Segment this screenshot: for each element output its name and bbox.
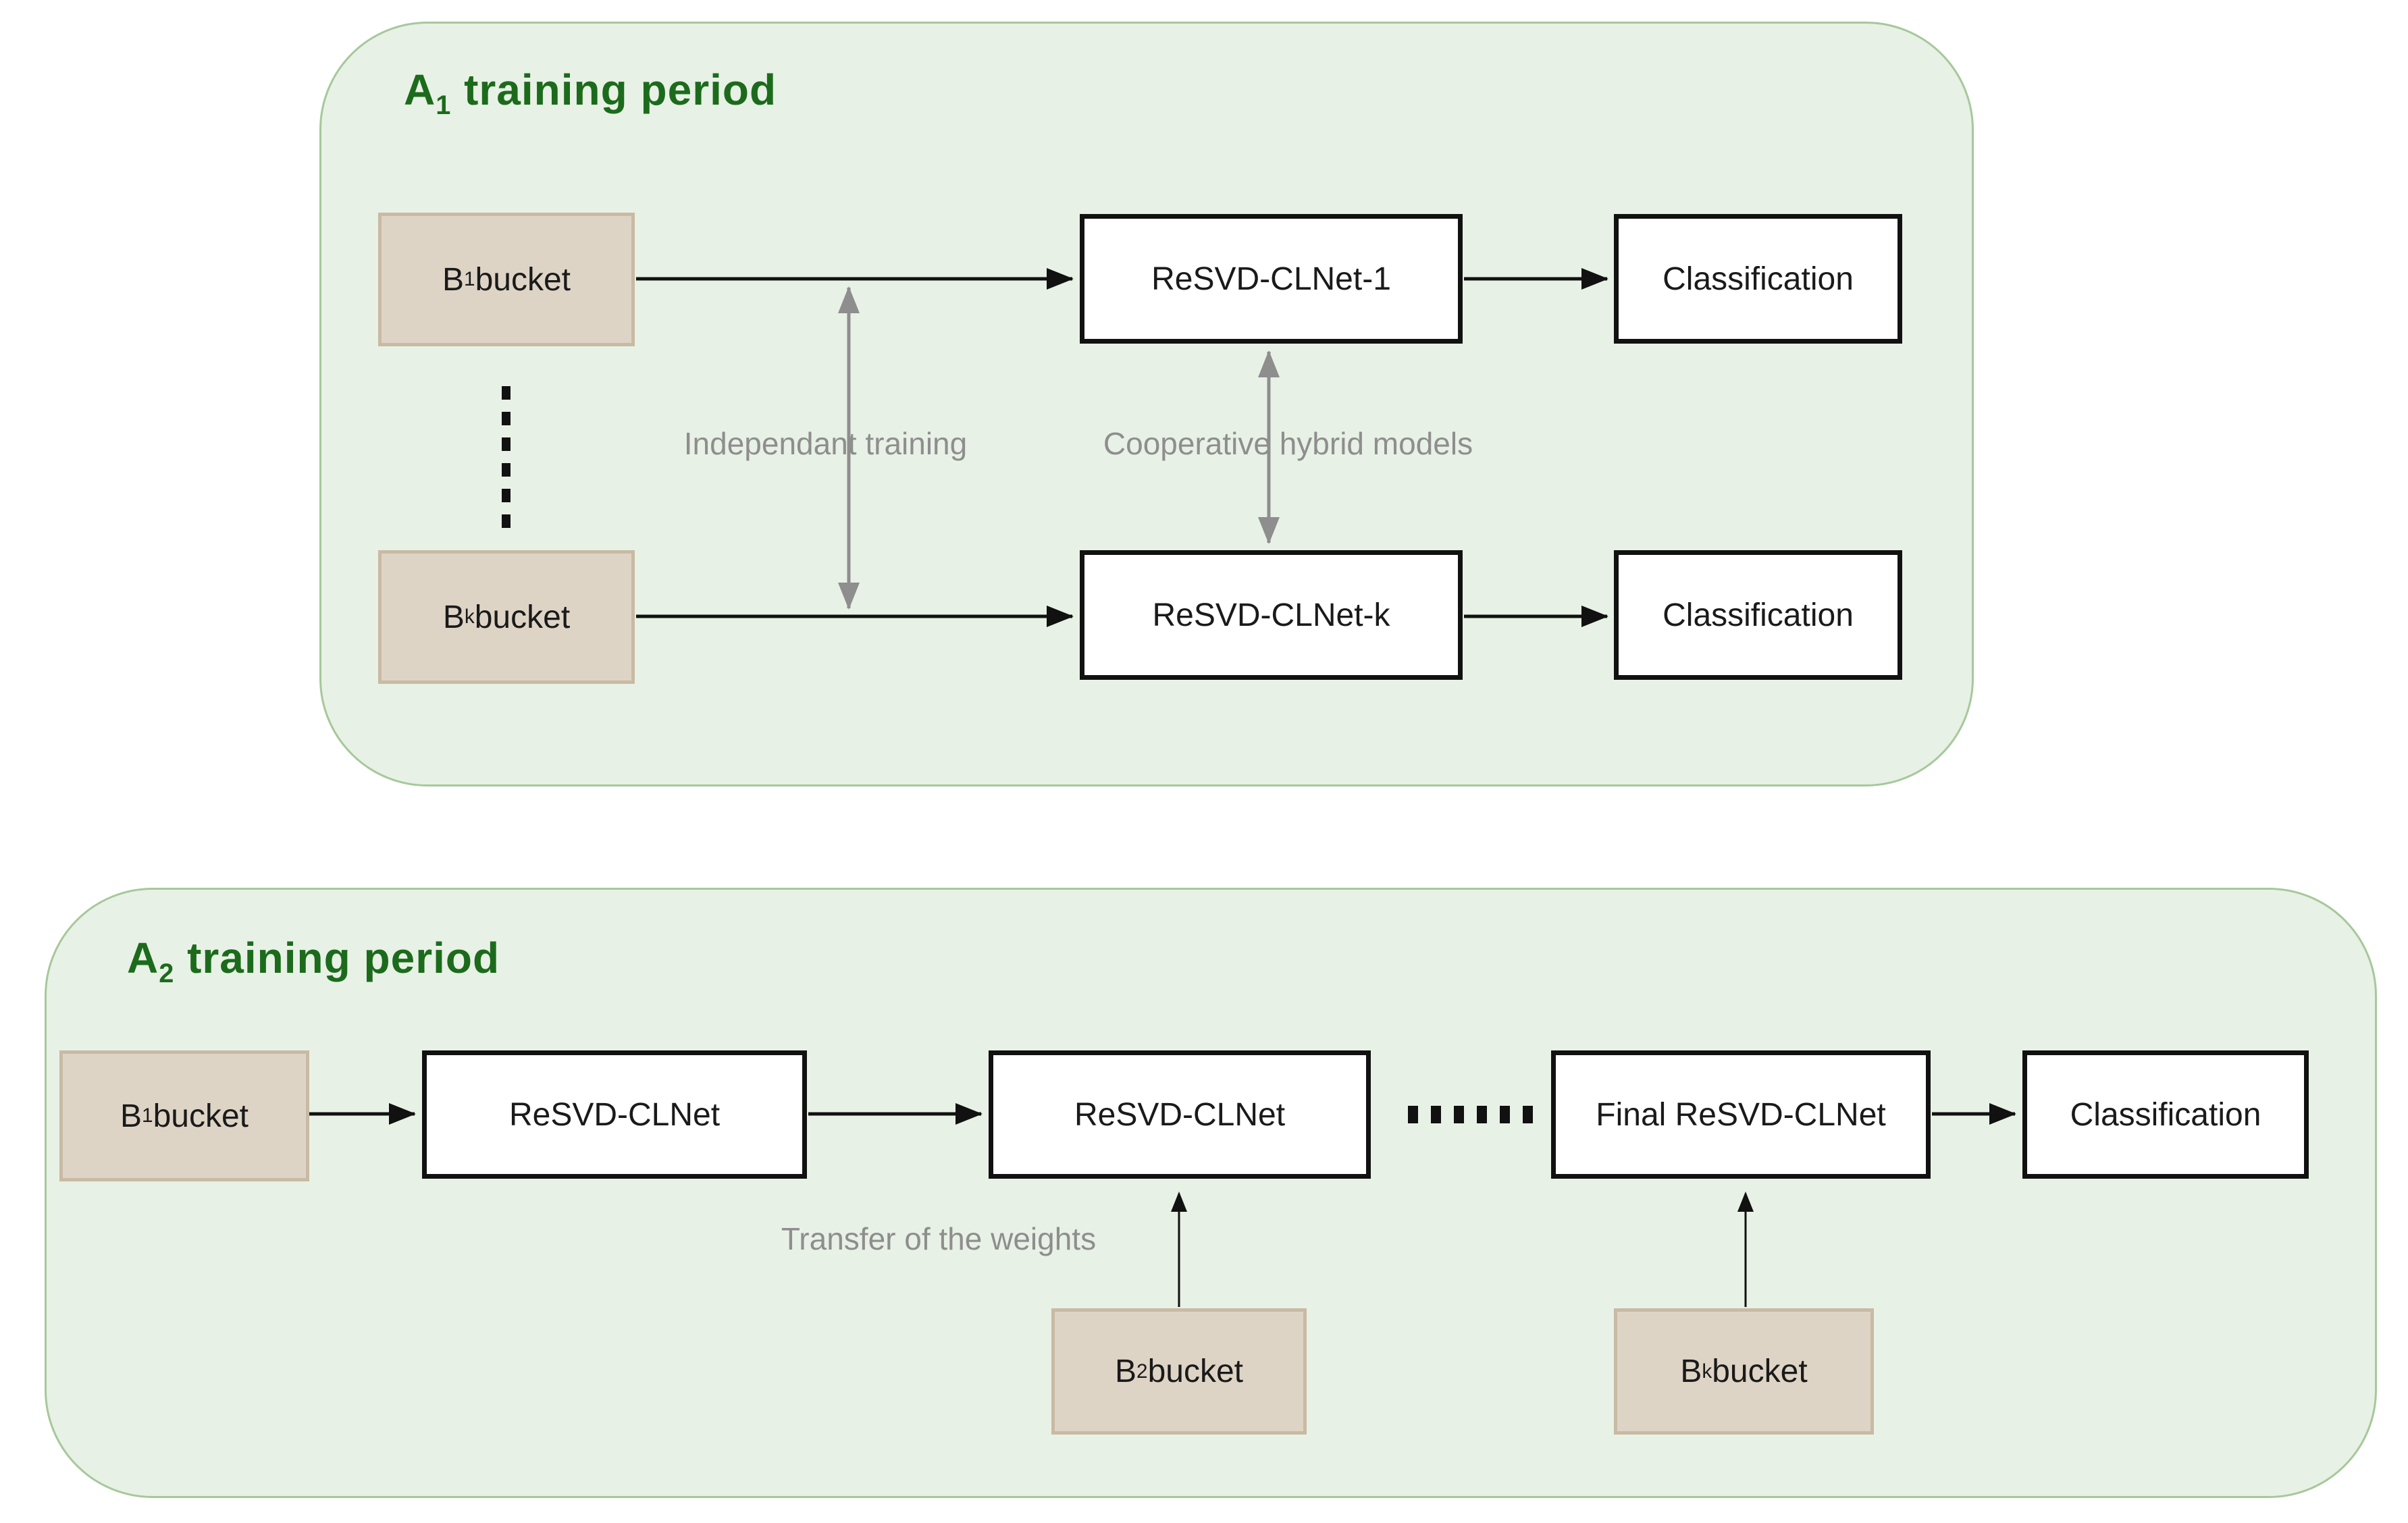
title-a2-base: A [127, 934, 159, 982]
bucket-bk-bottom-rest: bucket [1712, 1354, 1808, 1389]
bucket-bk-top-base: B [442, 599, 465, 635]
transfer-weights-label: Transfer of the weights [743, 1221, 1134, 1257]
bucket-bk-bottom-base: B [1680, 1354, 1702, 1389]
vertical-ellipsis-buckets [502, 386, 511, 528]
bucket-b1-top-rest: bucket [475, 261, 571, 298]
box-resvd-clnet-second: ReSVD-CLNet [989, 1050, 1371, 1179]
box-classification-top-1-label: Classification [1663, 261, 1854, 297]
bucket-b2-bottom-base: B [1115, 1354, 1137, 1389]
box-classification-bottom-label: Classification [2070, 1096, 2261, 1133]
box-resvd-clnet-1: ReSVD-CLNet-1 [1080, 214, 1463, 344]
bucket-b2-bottom-rest: bucket [1147, 1354, 1243, 1389]
bucket-b1-top-base: B [442, 261, 465, 298]
box-classification-top-2-label: Classification [1663, 597, 1854, 633]
horizontal-ellipsis-models [1408, 1106, 1533, 1123]
cooperative-hybrid-text: Cooperative hybrid models [1103, 426, 1473, 461]
box-resvd-clnet-second-label: ReSVD-CLNet [1074, 1096, 1286, 1133]
title-a1-rest: training period [451, 65, 777, 114]
title-a1-training-period: A1 training period [404, 65, 777, 119]
bucket-b1-bottom-base: B [120, 1098, 142, 1134]
title-a2-rest: training period [174, 934, 500, 982]
box-resvd-clnet-k-label: ReSVD-CLNet-k [1152, 597, 1390, 633]
cooperative-hybrid-label: Cooperative hybrid models [1064, 425, 1513, 462]
box-classification-bottom: Classification [2022, 1050, 2309, 1179]
bucket-bk-top-rest: bucket [474, 599, 571, 635]
independent-training-label: Independant training [642, 425, 1010, 462]
title-a1-subscript: 1 [436, 90, 452, 120]
box-classification-top-1: Classification [1614, 214, 1902, 344]
title-a2-training-period: A2 training period [127, 933, 500, 987]
bucket-b1-bottom-rest: bucket [153, 1098, 248, 1134]
box-final-resvd-clnet-label: Final ReSVD-CLNet [1596, 1096, 1886, 1133]
transfer-weights-text: Transfer of the weights [781, 1221, 1097, 1256]
box-classification-top-2: Classification [1614, 550, 1902, 680]
title-a1-base: A [404, 65, 436, 114]
box-resvd-clnet-1-label: ReSVD-CLNet-1 [1151, 261, 1391, 297]
box-resvd-clnet-k: ReSVD-CLNet-k [1080, 550, 1463, 680]
box-resvd-clnet-first-label: ReSVD-CLNet [508, 1096, 721, 1133]
box-final-resvd-clnet: Final ReSVD-CLNet [1551, 1050, 1931, 1179]
independent-training-text: Independant training [683, 426, 968, 461]
box-resvd-clnet-first: ReSVD-CLNet [422, 1050, 807, 1179]
title-a2-subscript: 2 [159, 958, 175, 988]
